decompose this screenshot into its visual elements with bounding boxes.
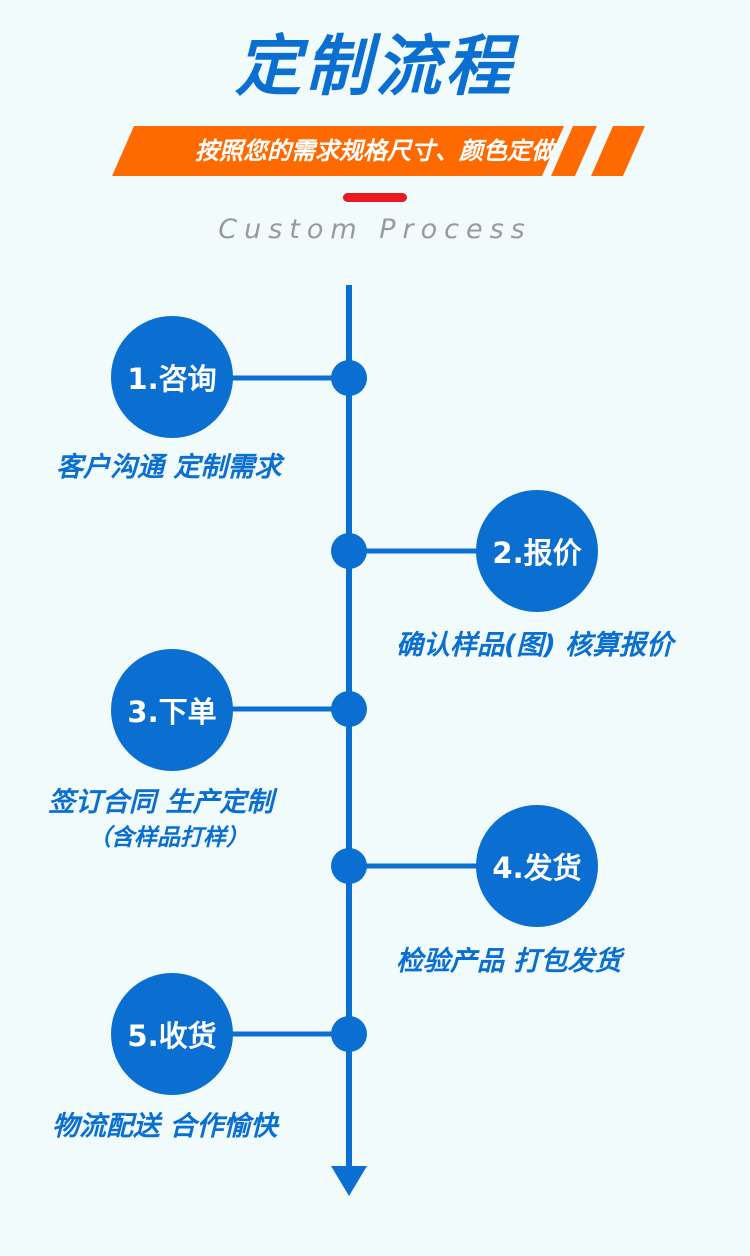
step-2-circle: 2.报价 xyxy=(476,490,598,612)
step-2-description: 确认样品(图) 核算报价 xyxy=(396,630,674,661)
timeline-node-5 xyxy=(331,1016,367,1052)
step-5-circle: 5.收货 xyxy=(111,973,233,1095)
timeline-node-3 xyxy=(331,691,367,727)
step-1-label: 1.咨询 xyxy=(127,362,217,396)
step-2-label: 2.报价 xyxy=(492,536,582,570)
page-title: 定制流程 xyxy=(235,28,515,105)
step-1-circle: 1.咨询 xyxy=(111,316,233,438)
timeline-node-1 xyxy=(331,360,367,396)
banner-shape xyxy=(112,126,645,176)
step-3-note: （含样品打样） xyxy=(88,825,249,851)
subtitle: Custom Process xyxy=(218,214,532,245)
step-3-circle: 3.下单 xyxy=(111,649,233,771)
timeline-arrow-icon xyxy=(331,1166,367,1196)
accent-bar xyxy=(343,193,407,202)
step-4-label: 4.发货 xyxy=(492,851,582,885)
step-3-description: 签订合同 生产定制 xyxy=(48,787,274,818)
step-3-label: 3.下单 xyxy=(127,695,217,729)
step-5-label: 5.收货 xyxy=(127,1019,217,1053)
step-4-description: 检验产品 打包发货 xyxy=(396,946,622,977)
banner-text: 按照您的需求规格尺寸、颜色定做 xyxy=(195,137,555,165)
step-5-description: 物流配送 合作愉快 xyxy=(52,1111,278,1142)
timeline-node-2 xyxy=(331,533,367,569)
step-4-circle: 4.发货 xyxy=(476,805,598,927)
timeline-node-4 xyxy=(331,848,367,884)
step-1-description: 客户沟通 定制需求 xyxy=(56,452,282,483)
